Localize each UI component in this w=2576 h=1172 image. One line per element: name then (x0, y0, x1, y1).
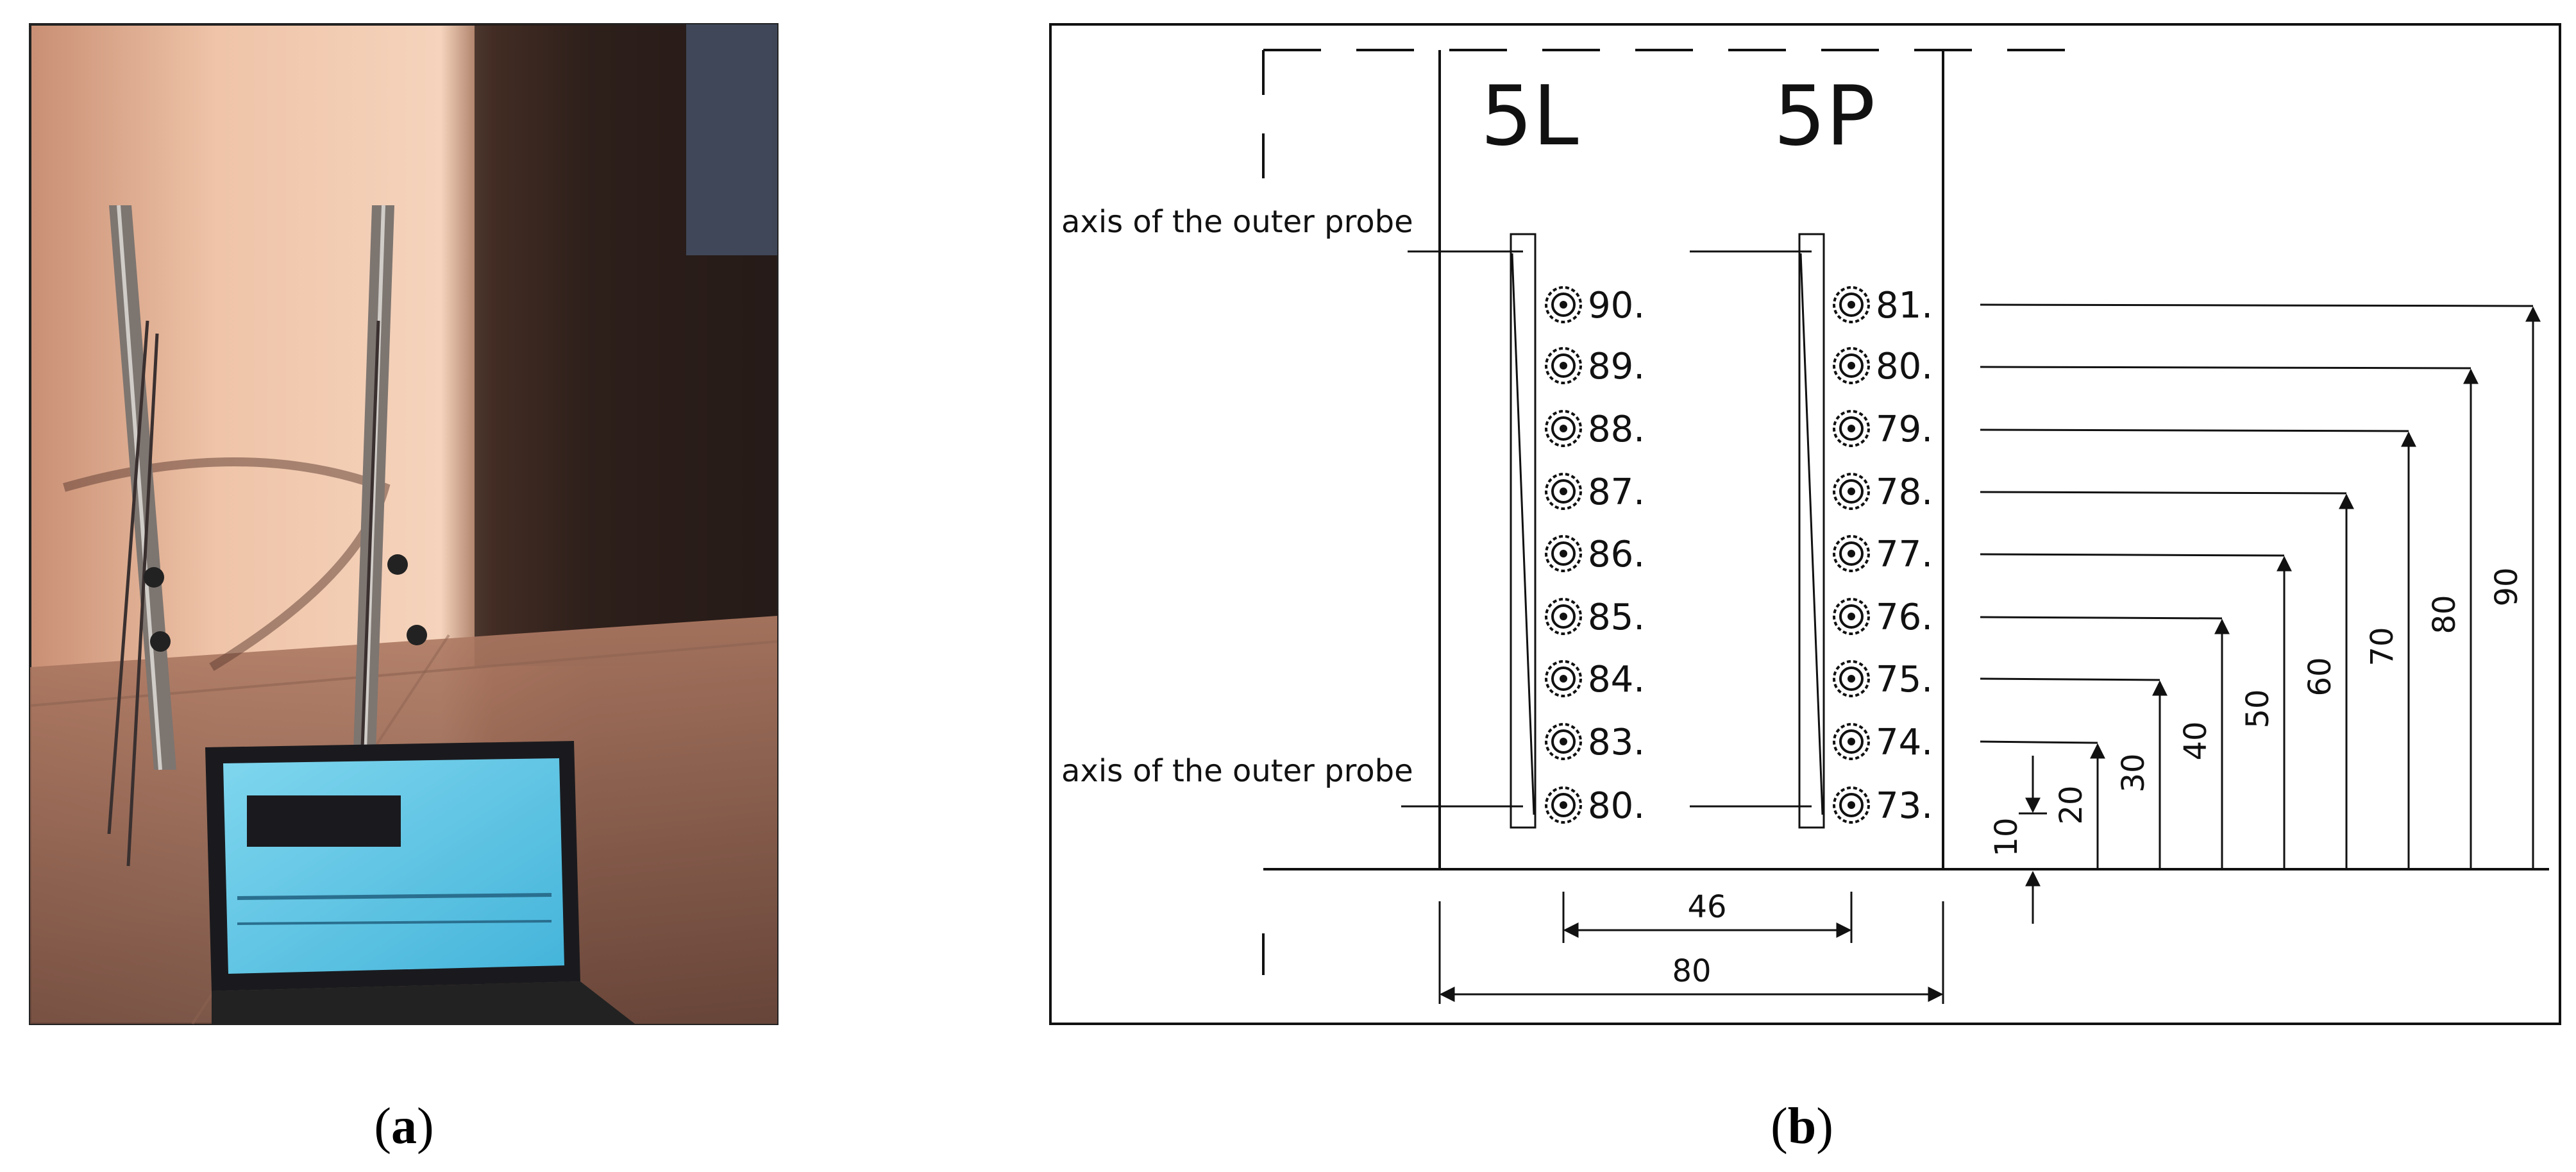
measurement-point-5p: 78. (1833, 471, 1933, 513)
svg-text:10: 10 (1989, 817, 2025, 856)
dimension-50: 50 (1980, 553, 2292, 869)
svg-text:87.: 87. (1588, 471, 1645, 513)
dimension-90: 90 (1980, 303, 2541, 869)
caption-a: (a) (374, 1098, 434, 1155)
sensor-target-icon (1833, 723, 1870, 760)
svg-text:76.: 76. (1876, 597, 1933, 638)
measurement-point-5p: 79. (1833, 409, 1933, 450)
measurement-point-5l: 86. (1545, 534, 1645, 575)
svg-text:20: 20 (2053, 785, 2089, 824)
probe-5p-label: 5P (1774, 69, 1876, 164)
probe-5l-label: 5L (1481, 69, 1579, 164)
svg-text:77.: 77. (1876, 534, 1933, 575)
measurement-point-5l: 87. (1545, 471, 1645, 513)
svg-text:60: 60 (2302, 657, 2338, 696)
measurement-point-5p: 73. (1833, 785, 1933, 827)
measurement-point-5p: 80. (1833, 346, 1933, 387)
measurement-point-5p: 75. (1833, 659, 1933, 701)
svg-text:89.: 89. (1588, 346, 1645, 387)
svg-text:83.: 83. (1588, 722, 1645, 763)
svg-text:30: 30 (2116, 753, 2151, 792)
photo-panel (29, 23, 779, 1025)
svg-text:81.: 81. (1876, 285, 1933, 327)
measurement-points-5p: 81. 80. 79. 78. 77. 76. (1833, 285, 1933, 827)
sensor-target-icon (1545, 598, 1582, 635)
svg-text:50: 50 (2240, 689, 2276, 728)
svg-text:80.: 80. (1876, 346, 1933, 387)
measurement-point-5p: 77. (1833, 534, 1933, 575)
sensor-target-icon (1545, 786, 1582, 824)
sensor-rail-left (107, 205, 176, 867)
sensor-target-icon (1833, 598, 1870, 635)
measurement-point-5l: 88. (1545, 409, 1645, 450)
sensor-target-icon (1545, 410, 1582, 447)
dimension-20: 20 (1980, 740, 2105, 869)
dimension-10: 10 (1989, 756, 2047, 924)
probe-tube-5p (1798, 233, 1825, 829)
svg-text:40: 40 (2178, 721, 2214, 760)
measurement-points-5l: 90. 89. 88. 87. 86. 85. (1545, 285, 1645, 827)
caption-b: (b) (1771, 1098, 1833, 1155)
svg-text:90: 90 (2489, 567, 2525, 606)
svg-text:88.: 88. (1588, 409, 1645, 450)
measurement-point-5l: 84. (1545, 659, 1645, 701)
drawing-panel: 5L 5P axis of the outer probe axis of th… (1049, 23, 2561, 1025)
svg-text:78.: 78. (1876, 471, 1933, 513)
dimension-60: 60 (1980, 491, 2354, 869)
measurement-point-5p: 74. (1833, 722, 1933, 763)
svg-text:90.: 90. (1588, 285, 1645, 327)
svg-text:73.: 73. (1876, 785, 1933, 827)
sensor-target-icon (1833, 473, 1870, 510)
dimension-70: 70 (1980, 429, 2416, 869)
height-dimensions: 90 80 70 60 (1980, 303, 2541, 924)
probe-tube-5l (1510, 233, 1536, 829)
width-dimension-80: 80 (1438, 901, 1944, 1004)
sensor-target-icon (1833, 286, 1870, 323)
svg-text:79.: 79. (1876, 409, 1933, 450)
svg-text:85.: 85. (1588, 597, 1645, 638)
measurement-point-5l: 89. (1545, 346, 1645, 387)
sensor-target-icon (1545, 660, 1582, 697)
dimension-80: 80 (1980, 366, 2479, 869)
measurement-point-5p: 76. (1833, 597, 1933, 638)
laptop (205, 741, 635, 1024)
sensor-target-icon (1545, 347, 1582, 384)
sensor-target-icon (1545, 286, 1582, 323)
outer-probe-axis-top-label: axis of the outer probe (1061, 204, 1413, 240)
svg-text:75.: 75. (1876, 659, 1933, 701)
svg-text:86.: 86. (1588, 534, 1645, 575)
sensor-target-icon (1545, 723, 1582, 760)
measurement-point-5l: 80. (1545, 785, 1645, 827)
svg-text:80: 80 (1672, 953, 1711, 989)
outer-probe-axis-bottom-label: axis of the outer probe (1061, 753, 1413, 789)
sensor-target-icon (1545, 473, 1582, 510)
svg-text:80.: 80. (1588, 785, 1645, 827)
sensor-target-icon (1833, 786, 1870, 824)
svg-text:74.: 74. (1876, 722, 1933, 763)
sensor-target-icon (1545, 535, 1582, 572)
svg-text:84.: 84. (1588, 659, 1645, 701)
width-dimension-46: 46 (1562, 889, 1853, 943)
measurement-point-5p: 81. (1833, 285, 1933, 327)
measurement-point-5l: 83. (1545, 722, 1645, 763)
svg-text:70: 70 (2364, 627, 2400, 666)
dimension-40: 40 (1980, 616, 2230, 869)
sensor-target-icon (1833, 347, 1870, 384)
dimension-30: 30 (1980, 677, 2168, 869)
sensor-target-icon (1833, 410, 1870, 447)
svg-text:46: 46 (1687, 889, 1726, 925)
measurement-point-5l: 90. (1545, 285, 1645, 327)
sensor-target-icon (1833, 535, 1870, 572)
svg-text:80: 80 (2427, 595, 2462, 634)
measurement-point-5l: 85. (1545, 597, 1645, 638)
sensor-target-icon (1833, 660, 1870, 697)
